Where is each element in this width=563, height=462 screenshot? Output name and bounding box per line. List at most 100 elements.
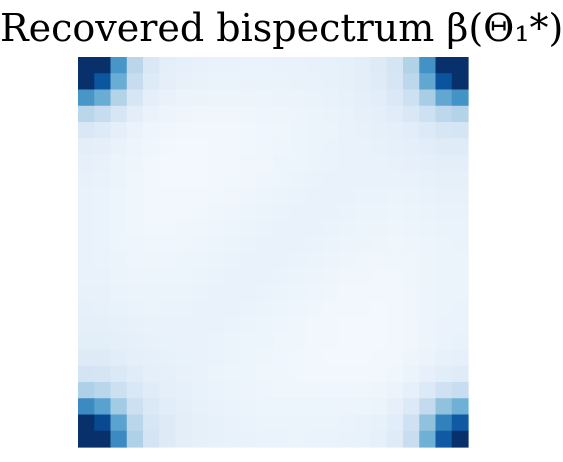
heatmap-cell <box>240 333 258 351</box>
heatmap-cell <box>94 300 112 318</box>
heatmap-cell <box>159 105 177 123</box>
heatmap-cell <box>370 105 388 123</box>
heatmap-cell <box>435 219 453 237</box>
heatmap-cell <box>273 398 290 416</box>
heatmap-cell <box>370 122 388 139</box>
heatmap-cell <box>451 235 469 253</box>
heatmap-cell <box>403 317 420 334</box>
heatmap-cell <box>159 268 177 286</box>
heatmap-cell <box>273 430 290 448</box>
heatmap-cell <box>110 105 128 123</box>
heatmap-cell <box>78 219 95 237</box>
heatmap-cell <box>289 414 307 432</box>
heatmap-cell <box>386 398 404 416</box>
heatmap-cell <box>321 73 339 91</box>
heatmap-cell <box>289 105 307 123</box>
heatmap-cell <box>256 73 274 91</box>
heatmap-cell <box>159 382 177 399</box>
heatmap-cell <box>126 187 144 204</box>
heatmap-cell <box>208 398 225 416</box>
heatmap-cell <box>78 105 95 123</box>
heatmap-cell <box>305 89 323 107</box>
heatmap-cell <box>175 268 193 286</box>
heatmap-cell <box>175 430 193 448</box>
heatmap-cell <box>419 268 437 286</box>
heatmap-cell <box>208 284 225 302</box>
heatmap-cell <box>354 252 372 269</box>
heatmap-cell <box>321 317 339 334</box>
heatmap-cell <box>143 349 160 367</box>
heatmap-cell <box>338 365 355 383</box>
heatmap-cell <box>451 170 469 188</box>
heatmap-cell <box>256 317 274 334</box>
heatmap-cell <box>435 333 453 351</box>
heatmap-cell <box>256 284 274 302</box>
heatmap-cell <box>126 105 144 123</box>
heatmap-cell <box>451 268 469 286</box>
heatmap-cell <box>110 122 128 139</box>
heatmap-cell <box>435 414 453 432</box>
heatmap-cell <box>321 235 339 253</box>
heatmap-cell <box>305 219 323 237</box>
heatmap-cell <box>191 73 209 91</box>
heatmap-cell <box>143 105 160 123</box>
heatmap-cell <box>78 284 95 302</box>
heatmap-cell <box>126 252 144 269</box>
heatmap-cell <box>273 73 290 91</box>
heatmap-cell <box>370 203 388 221</box>
heatmap-cell <box>338 414 355 432</box>
heatmap-cell <box>94 349 112 367</box>
heatmap-cell <box>435 154 453 172</box>
heatmap-cell <box>143 382 160 399</box>
heatmap-cell <box>126 122 144 139</box>
heatmap-cell <box>419 317 437 334</box>
heatmap-cell <box>338 187 355 204</box>
heatmap-cell <box>435 268 453 286</box>
heatmap-cell <box>273 219 290 237</box>
heatmap-cell <box>159 365 177 383</box>
heatmap-cell <box>256 268 274 286</box>
heatmap-cell <box>354 170 372 188</box>
heatmap-cell <box>370 268 388 286</box>
heatmap-cell <box>354 349 372 367</box>
heatmap-cell <box>370 170 388 188</box>
heatmap-cell <box>191 203 209 221</box>
heatmap-cell <box>273 333 290 351</box>
heatmap-cell <box>305 284 323 302</box>
heatmap-cell <box>273 187 290 204</box>
heatmap-cell <box>224 430 242 448</box>
heatmap-cell <box>208 365 225 383</box>
heatmap-cell <box>240 170 258 188</box>
heatmap-cell <box>175 365 193 383</box>
heatmap-area <box>78 57 469 448</box>
heatmap-cell <box>273 122 290 139</box>
heatmap-cell <box>256 365 274 383</box>
heatmap-cell <box>289 365 307 383</box>
heatmap-cell <box>110 203 128 221</box>
heatmap-cell <box>143 170 160 188</box>
heatmap-cell <box>208 138 225 156</box>
heatmap-cell <box>224 154 242 172</box>
heatmap-cell <box>289 122 307 139</box>
heatmap-cell <box>191 430 209 448</box>
heatmap-cell <box>419 219 437 237</box>
heatmap-cell <box>175 398 193 416</box>
heatmap-cell <box>321 57 339 74</box>
heatmap-cell <box>273 268 290 286</box>
heatmap-cell <box>126 300 144 318</box>
heatmap-cell <box>289 138 307 156</box>
heatmap-cell <box>159 300 177 318</box>
heatmap-cell <box>370 382 388 399</box>
heatmap-cell <box>224 170 242 188</box>
heatmap-cell <box>224 187 242 204</box>
heatmap-cell <box>94 284 112 302</box>
heatmap-cell <box>175 414 193 432</box>
heatmap-cell <box>143 73 160 91</box>
heatmap-cell <box>386 268 404 286</box>
heatmap-cell <box>159 252 177 269</box>
heatmap-cell <box>370 235 388 253</box>
heatmap-cell <box>321 105 339 123</box>
heatmap-cell <box>256 349 274 367</box>
heatmap-cell <box>321 187 339 204</box>
heatmap-cell <box>78 252 95 269</box>
